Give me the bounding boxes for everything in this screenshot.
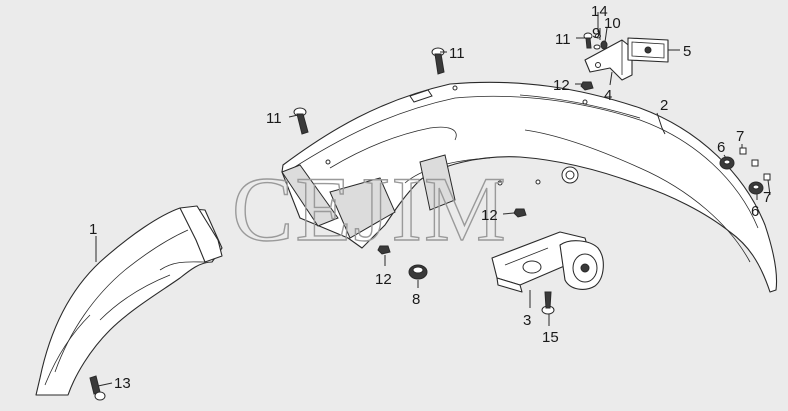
callout-10: 10 xyxy=(604,15,621,32)
part-10-spring-washer xyxy=(600,40,608,50)
callout-4: 4 xyxy=(604,87,612,104)
callout-11a: 11 xyxy=(449,45,465,62)
part-4-bracket xyxy=(584,39,633,81)
callout-11c: 11 xyxy=(555,31,571,48)
callout-12a: 12 xyxy=(553,77,570,94)
part-9-washer xyxy=(593,44,601,50)
callout-7a: 7 xyxy=(736,128,744,145)
part-12-nut-c xyxy=(377,245,391,255)
callout-6a: 6 xyxy=(717,139,725,156)
callout-5: 5 xyxy=(683,43,691,60)
leader-lines xyxy=(95,12,771,387)
part-11-bolt-small xyxy=(583,32,593,49)
callout-7b: 7 xyxy=(763,189,771,206)
callout-8: 8 xyxy=(412,291,420,308)
part-7-collar-b xyxy=(751,159,759,167)
part-6-grommet-a xyxy=(719,156,735,170)
part-5-reflector-plate xyxy=(627,37,669,63)
part-11-bolt-top xyxy=(431,47,445,75)
callout-6b: 6 xyxy=(751,203,759,220)
part-15-screw xyxy=(541,291,555,315)
callout-11b: 11 xyxy=(266,110,282,127)
part-1-rear-fender xyxy=(35,205,223,396)
part-8-grommet xyxy=(408,264,428,280)
part-6-grommet-b xyxy=(748,181,764,195)
watermark: CEJIM xyxy=(232,158,508,260)
callout-1: 1 xyxy=(89,221,97,238)
callout-2: 2 xyxy=(660,97,668,114)
part-3-clamp-bracket xyxy=(491,231,604,293)
callout-9: 9 xyxy=(592,25,600,42)
part-7-collar-a xyxy=(739,147,747,155)
part-13-bolt xyxy=(89,375,106,401)
callout-13: 13 xyxy=(114,375,131,392)
callout-12b: 12 xyxy=(481,207,498,224)
callout-14: 14 xyxy=(591,3,608,20)
part-7-collar-c xyxy=(763,173,771,181)
part-11-bolt-left xyxy=(293,107,309,135)
callout-15: 15 xyxy=(542,329,559,346)
callouts: 1 2 3 4 5 6 6 7 7 8 9 10 11 11 11 12 12 … xyxy=(89,3,771,392)
part-2-front-fender xyxy=(281,81,778,293)
part-12-nut-b xyxy=(513,208,527,218)
callout-12c: 12 xyxy=(375,271,392,288)
part-12-nut-a xyxy=(580,81,594,91)
callout-3: 3 xyxy=(523,312,531,329)
